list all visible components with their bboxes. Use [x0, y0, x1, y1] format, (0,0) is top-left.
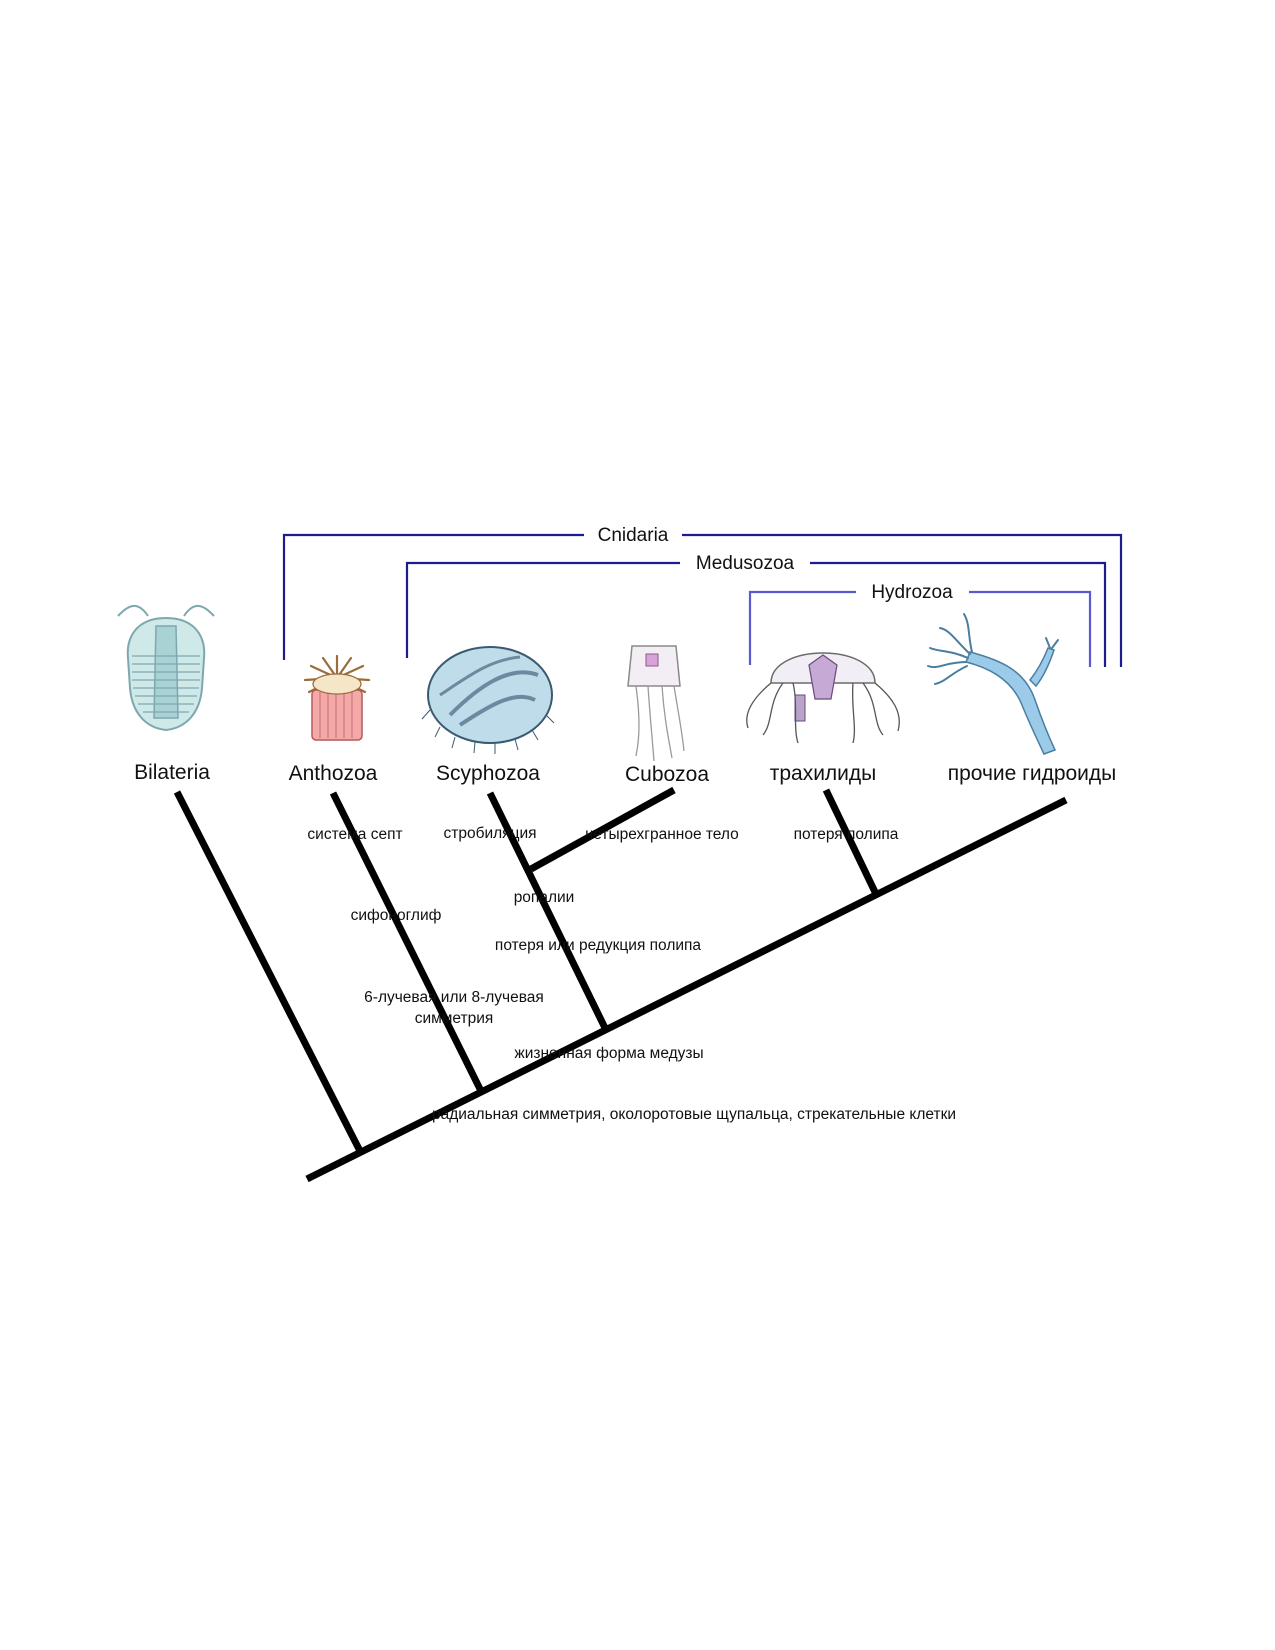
taxon-cubozoa: Cubozoa	[625, 763, 709, 786]
trachylids-branch	[822, 788, 879, 894]
medusozoa-bracket-right	[810, 561, 1107, 667]
trait-medusa-life-form: жизненная форма медузы	[514, 1045, 703, 1062]
bilateria-branch	[173, 790, 365, 1155]
cnidaria-bracket-right	[682, 533, 1123, 667]
trait-siphonoglyph: сифоноглиф	[351, 907, 442, 924]
hydrozoa-label: Hydrozoa	[871, 582, 953, 603]
trait-labels: система септ стробиляция четырехгранное …	[307, 825, 956, 1123]
scyphozoan-jellyfish-icon	[421, 646, 555, 754]
trilobite-icon	[117, 604, 215, 732]
trait-strobilation: стробиляция	[444, 825, 537, 842]
hydrozoa-bracket	[748, 590, 856, 665]
trait-radial-symmetry: радиальная симметрия, околоротовые щупал…	[432, 1106, 956, 1123]
trait-rhopalia: ропалии	[514, 889, 575, 906]
box-jellyfish-icon	[627, 645, 685, 762]
cnidaria-label: Cnidaria	[598, 525, 669, 546]
illustrations	[117, 604, 1059, 762]
trachyline-medusa-icon	[746, 652, 900, 744]
medusozoa-label: Medusozoa	[696, 553, 795, 574]
medusozoa-bracket	[405, 561, 680, 658]
clade-brackets: Cnidaria Medusozoa Hydrozoa	[282, 525, 1123, 667]
sea-anemone-icon	[303, 654, 371, 741]
taxon-trachylids: трахилиды	[770, 762, 877, 785]
scyphozoa-branch	[486, 791, 611, 1034]
trait-symmetry-line1: 6-лучевая или 8-лучевая	[364, 989, 544, 1006]
taxon-other-hydroids: прочие гидроиды	[948, 762, 1117, 785]
taxon-scyphozoa: Scyphozoa	[436, 762, 540, 785]
taxon-labels: Bilateria Anthozoa Scyphozoa Cubozoa тра…	[134, 761, 1116, 786]
taxon-bilateria: Bilateria	[134, 761, 210, 784]
cnidaria-bracket	[282, 533, 584, 660]
trait-symmetry-line2: симметрия	[415, 1010, 494, 1027]
hydrozoa-bracket-right	[969, 590, 1092, 667]
cubozoa-branch	[529, 786, 676, 873]
taxon-anthozoa: Anthozoa	[289, 762, 378, 785]
trait-polyp-loss-or-reduction: потеря или редукция полипа	[495, 937, 702, 954]
trait-septa: система септ	[307, 826, 402, 843]
trait-tetragonal-body: четырехгранное тело	[585, 826, 739, 843]
trait-polyp-loss: потеря полипа	[794, 826, 899, 843]
tree-branches	[173, 786, 1068, 1183]
anthozoa-branch	[329, 791, 485, 1093]
hydroid-polyp-icon	[927, 613, 1059, 755]
stem-branch	[305, 796, 1068, 1183]
